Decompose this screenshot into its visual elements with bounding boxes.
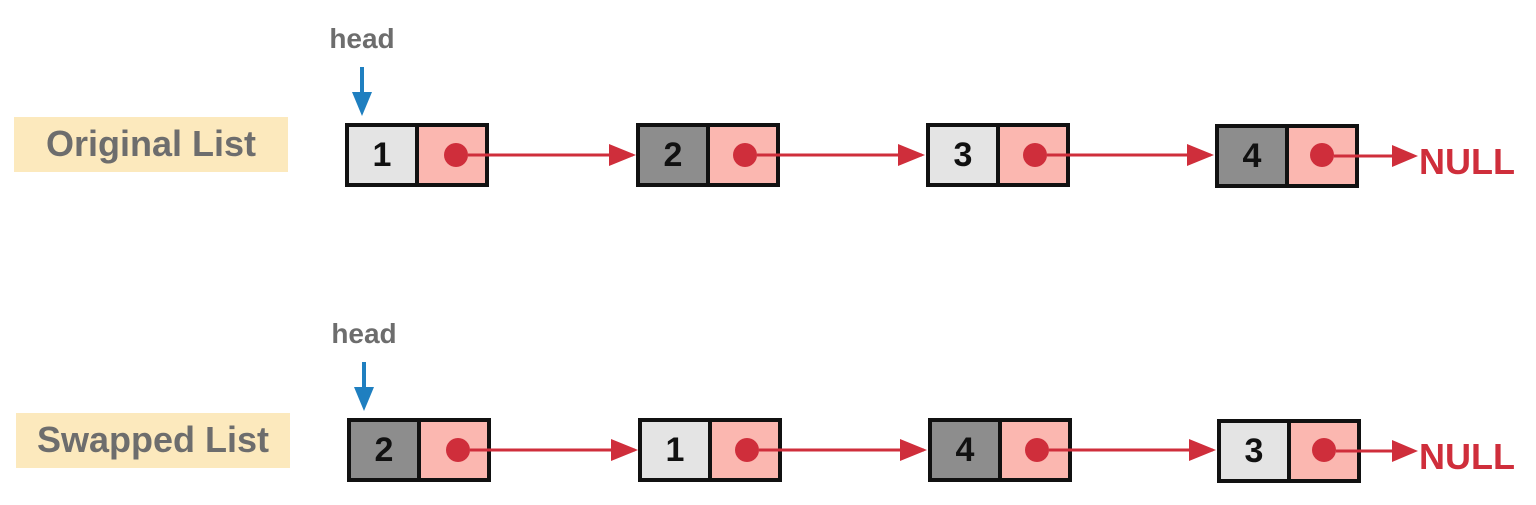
swapped-link-3-to-4-tip (1189, 439, 1216, 461)
original-head-label: head (329, 23, 394, 54)
swapped-node-1-value: 2 (375, 431, 394, 469)
swapped-node-3: 4 (928, 418, 1072, 482)
swapped-list-label-background (16, 413, 290, 468)
swapped-head-label: head (331, 318, 396, 349)
original-list-label: Original List (46, 123, 256, 164)
original-node-4-pointer-dot (1310, 143, 1334, 167)
swapped-node-2-pointer-dot (735, 438, 759, 462)
original-head-arrow-tip (352, 92, 372, 116)
swapped-head-arrow-tip (354, 387, 374, 411)
original-node-1-pointer-dot (444, 143, 468, 167)
original-link-3-to-4-tip (1187, 144, 1214, 166)
original-null-terminator: NULL (1419, 141, 1515, 182)
original-link-2-to-3-tip (898, 144, 925, 166)
swapped-node-2-value-cell (638, 418, 712, 482)
swapped-link-4-to-null-tip (1392, 440, 1418, 462)
swapped-link-2-to-3-tip (900, 439, 927, 461)
original-node-3-value: 3 (954, 136, 973, 174)
original-node-2: 2 (636, 123, 780, 187)
swapped-node-1-pointer-dot (446, 438, 470, 462)
swapped-null-terminator: NULL (1419, 436, 1515, 477)
original-node-2-pointer-dot (733, 143, 757, 167)
original-link-1-to-2-tip (609, 144, 636, 166)
swapped-node-4-value-cell (1217, 419, 1291, 483)
original-node-1-value-cell (345, 123, 419, 187)
original-node-2-value: 2 (664, 136, 683, 174)
original-list-label-background (14, 117, 288, 172)
row-swapped-list: Swapped List head 2 1 4 (16, 318, 1515, 483)
original-node-1-value: 1 (373, 136, 392, 174)
original-node-3-pointer-dot (1023, 143, 1047, 167)
swapped-node-1: 2 (347, 418, 491, 482)
swapped-link-1-to-2-tip (611, 439, 638, 461)
original-link-4-to-null-tip (1392, 145, 1418, 167)
swapped-node-4-value: 3 (1245, 432, 1264, 470)
original-node-2-value-cell (636, 123, 710, 187)
swapped-node-2-value: 1 (666, 431, 685, 469)
original-node-1: 1 (345, 123, 489, 187)
swapped-list-label: Swapped List (37, 419, 269, 460)
swapped-node-4-pointer-dot (1312, 438, 1336, 462)
row-original-list: Original List head 1 2 3 (14, 23, 1515, 188)
swapped-node-3-pointer-dot (1025, 438, 1049, 462)
original-node-4-value: 4 (1243, 137, 1262, 175)
swapped-node-3-value: 4 (956, 431, 975, 469)
